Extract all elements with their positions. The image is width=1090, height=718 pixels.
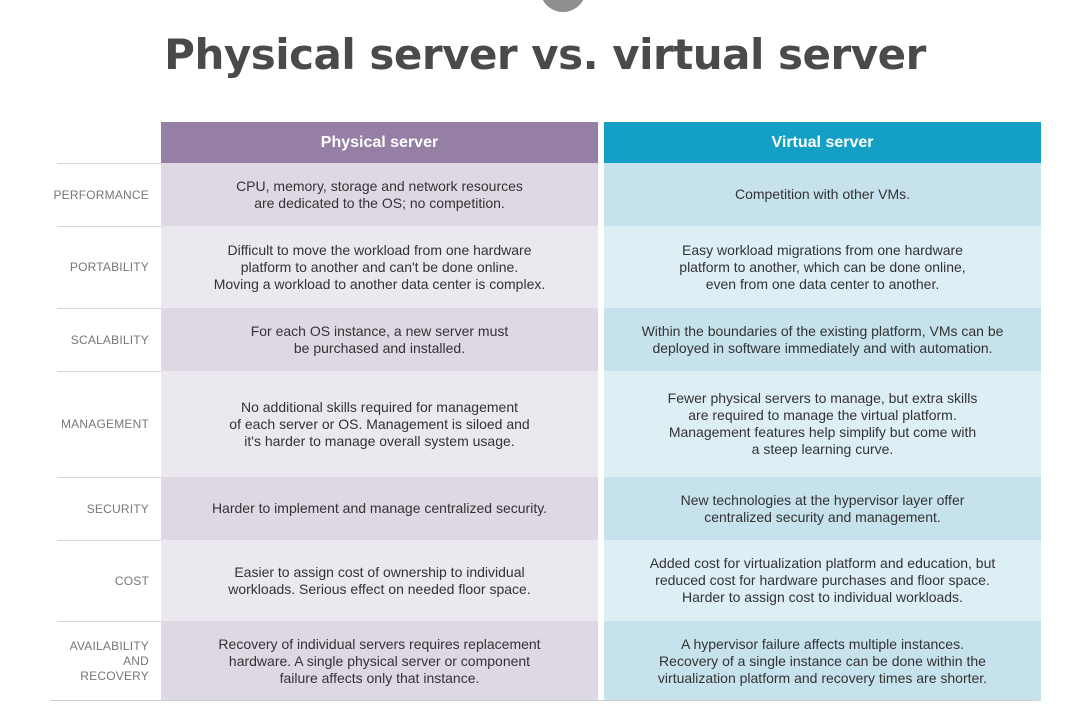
physical-cell-management: No additional skills required for manage… — [161, 371, 598, 477]
row-label-performance: PERFORMANCE — [53, 163, 161, 226]
row-label-availability: AVAILABILITY AND RECOVERY — [57, 621, 161, 701]
row-label-scalability: SCALABILITY — [57, 308, 161, 371]
virtual-cell-availability: A hypervisor failure affects multiple in… — [604, 621, 1041, 701]
column-gap — [598, 621, 604, 701]
virtual-cell-cost: Added cost for virtualization platform a… — [604, 540, 1041, 621]
column-gap — [598, 477, 604, 540]
column-header-physical: Physical server — [161, 122, 598, 163]
column-gap — [598, 308, 604, 371]
table-corner — [57, 122, 161, 163]
decorative-circle — [540, 0, 586, 12]
physical-cell-availability: Recovery of individual servers requires … — [161, 621, 598, 701]
column-gap — [598, 371, 604, 477]
physical-cell-portability: Difficult to move the workload from one … — [161, 226, 598, 308]
page-title: Physical server vs. virtual server — [164, 30, 926, 79]
bottom-divider — [50, 700, 1038, 701]
column-gap — [598, 540, 604, 621]
row-label-cost: COST — [57, 540, 161, 621]
virtual-cell-scalability: Within the boundaries of the existing pl… — [604, 308, 1041, 371]
virtual-cell-security: New technologies at the hypervisor layer… — [604, 477, 1041, 540]
virtual-cell-portability: Easy workload migrations from one hardwa… — [604, 226, 1041, 308]
column-header-virtual: Virtual server — [604, 122, 1041, 163]
physical-cell-scalability: For each OS instance, a new server must … — [161, 308, 598, 371]
comparison-table: Physical server Virtual server PERFORMAN… — [53, 122, 1041, 701]
column-gap — [598, 122, 604, 163]
physical-cell-security: Harder to implement and manage centraliz… — [161, 477, 598, 540]
row-label-portability: PORTABILITY — [57, 226, 161, 308]
row-label-security: SECURITY — [57, 477, 161, 540]
virtual-cell-management: Fewer physical servers to manage, but ex… — [604, 371, 1041, 477]
virtual-cell-performance: Competition with other VMs. — [604, 163, 1041, 226]
physical-cell-cost: Easier to assign cost of ownership to in… — [161, 540, 598, 621]
physical-cell-performance: CPU, memory, storage and network resourc… — [161, 163, 598, 226]
row-label-management: MANAGEMENT — [57, 371, 161, 477]
column-gap — [598, 163, 604, 226]
column-gap — [598, 226, 604, 308]
